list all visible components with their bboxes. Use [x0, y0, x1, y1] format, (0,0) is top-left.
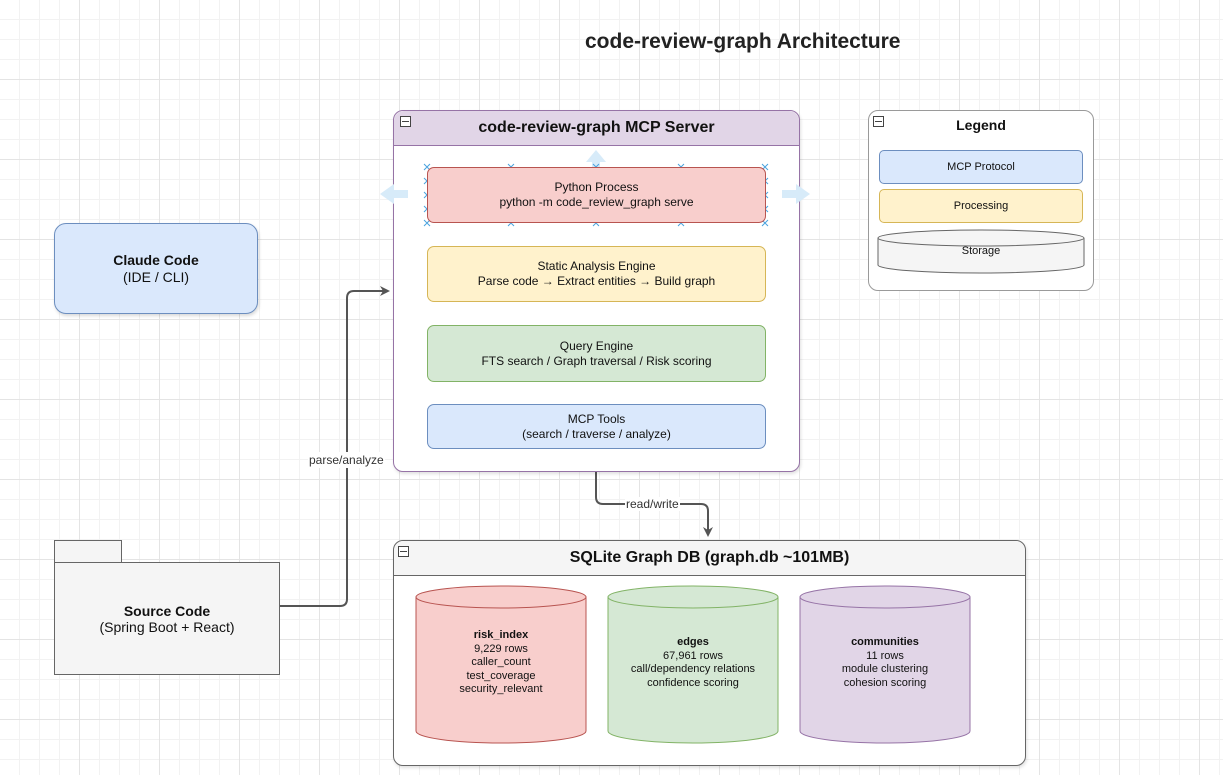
read-write-label: read/write	[625, 497, 680, 511]
legend-storage-cylinder	[877, 229, 1085, 274]
sqlite-collapse-icon[interactable]	[398, 546, 409, 557]
claude-code-title: Claude Code	[113, 251, 199, 268]
risk-index-field-2: test_coverage	[466, 669, 536, 682]
parse-analyze-connector[interactable]	[280, 286, 390, 607]
risk-index-rows: 9,229 rows	[474, 642, 528, 655]
communities-rows: 11 rows	[866, 649, 904, 662]
edges-name: edges	[677, 636, 709, 648]
static-analysis-engine-box[interactable]: Static Analysis Engine Parse code → Extr…	[427, 246, 766, 302]
mcp-tools-box[interactable]: MCP Tools (search / traverse / analyze)	[427, 404, 766, 449]
legend-title: Legend	[956, 117, 1006, 133]
communities-field-1: module clustering	[841, 663, 929, 675]
edges-field-2: confidence scoring	[647, 676, 739, 689]
edges-cylinder[interactable]	[607, 585, 779, 745]
legend-storage-label: Storage	[961, 245, 1001, 257]
diagram-title: code-review-graph Architecture	[585, 30, 901, 53]
left-hover-arrow-icon[interactable]	[380, 184, 408, 204]
query-engine-box[interactable]: Query Engine FTS search / Graph traversa…	[427, 325, 766, 382]
source-code-folder-tab	[54, 540, 122, 563]
risk-index-field-3: security_relevant	[459, 683, 543, 695]
edges-text: edges 67,961 rows call/dependency relati…	[607, 636, 779, 690]
static-analysis-title: Static Analysis Engine	[537, 259, 656, 273]
mcp-tools-description: (search / traverse / analyze)	[522, 426, 671, 441]
source-code-subtitle: (Spring Boot + React)	[99, 618, 235, 635]
communities-cylinder[interactable]	[799, 585, 971, 745]
risk-index-field-1: caller_count	[471, 656, 531, 668]
legend-processing: Processing	[879, 189, 1083, 223]
claude-code-subtitle: (IDE / CLI)	[122, 268, 190, 285]
legend-processing-label: Processing	[953, 199, 1009, 212]
communities-name: communities	[851, 636, 919, 648]
mcp-tools-title: MCP Tools	[567, 411, 626, 426]
top-hover-arrow-icon[interactable]	[586, 150, 606, 170]
right-hover-arrow-icon[interactable]	[782, 184, 810, 204]
mcp-server-title: code-review-graph MCP Server	[478, 119, 715, 136]
legend-mcp-protocol-label: MCP Protocol	[947, 160, 1015, 173]
sqlite-title: SQLite Graph DB (graph.db ~101MB)	[569, 549, 850, 566]
parse-analyze-label: parse/analyze	[308, 452, 385, 468]
legend-mcp-protocol: MCP Protocol	[879, 150, 1083, 184]
query-engine-title: Query Engine	[559, 338, 634, 353]
legend-collapse-icon[interactable]	[873, 116, 884, 127]
query-engine-description: FTS search / Graph traversal / Risk scor…	[481, 353, 712, 368]
mcp-server-header: code-review-graph MCP Server	[394, 111, 799, 146]
communities-text: communities 11 rows module clustering co…	[799, 636, 971, 690]
sqlite-header: SQLite Graph DB (graph.db ~101MB)	[394, 541, 1025, 576]
risk-index-cylinder[interactable]	[415, 585, 587, 745]
source-code-title: Source Code	[123, 602, 211, 619]
communities-field-2: cohesion scoring	[843, 676, 927, 689]
python-process-title: Python Process	[554, 180, 639, 194]
python-process-command: python -m code_review_graph serve	[499, 195, 694, 209]
risk-index-name: risk_index	[473, 629, 529, 641]
python-process-box[interactable]: Python Process python -m code_review_gra…	[427, 167, 766, 223]
claude-code-box[interactable]: Claude Code (IDE / CLI)	[54, 223, 258, 314]
edges-rows: 67,961 rows	[663, 649, 723, 662]
source-code-box[interactable]: Source Code (Spring Boot + React)	[54, 562, 280, 675]
edges-field-1: call/dependency relations	[630, 663, 756, 675]
collapse-icon[interactable]	[400, 116, 411, 127]
static-analysis-description: Parse code → Extract entities → Build gr…	[477, 274, 716, 288]
risk-index-text: risk_index 9,229 rows caller_count test_…	[415, 629, 587, 697]
